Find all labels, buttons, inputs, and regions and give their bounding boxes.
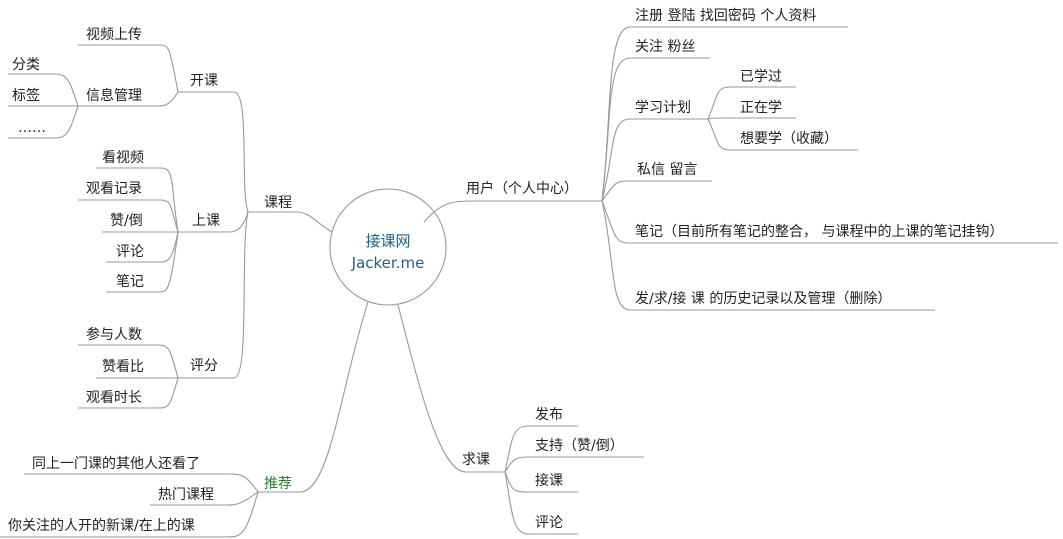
edge-publish xyxy=(504,425,578,473)
node-like-ratio: 赞看比 xyxy=(102,359,144,375)
edge-comment-req xyxy=(504,471,578,535)
node-user: 用户（个人中心） xyxy=(466,181,578,197)
node-kaike: 开课 xyxy=(190,73,218,89)
center-node-circle xyxy=(329,188,447,306)
node-others-watched: 同上一门课的其他人还看了 xyxy=(32,456,200,472)
node-tag: 标签 xyxy=(12,88,40,104)
edge-kaike xyxy=(178,91,249,213)
node-shangke: 上课 xyxy=(192,213,220,229)
node-user-notes: 笔记（目前所有笔记的整合， 与课程中的上课的笔记挂钩） xyxy=(635,224,1004,240)
edge-follow xyxy=(601,57,710,202)
edge-doing xyxy=(707,117,796,120)
node-participants: 参与人数 xyxy=(86,327,142,343)
edge-hot xyxy=(150,491,259,506)
edge-more xyxy=(8,105,79,139)
edge-watch-history xyxy=(78,199,179,233)
center-title: 接课网 xyxy=(365,232,411,250)
node-watch-video: 看视频 xyxy=(102,150,144,166)
edge-others-watched xyxy=(24,473,259,493)
edge-user xyxy=(423,200,602,223)
edge-support xyxy=(504,456,644,473)
node-follow: 关注 粉丝 xyxy=(635,39,696,55)
node-recommend: 推荐 xyxy=(264,476,292,492)
center-subtitle: Jacker.me xyxy=(351,254,425,272)
edge-watch-duration xyxy=(78,377,179,409)
node-study-plan: 学习计划 xyxy=(635,100,691,116)
node-study-want: 想要学（收藏） xyxy=(740,131,838,147)
node-video-upload: 视频上传 xyxy=(86,27,142,43)
node-messages: 私信 留言 xyxy=(637,162,698,178)
edge-take xyxy=(504,471,578,493)
node-comment: 评论 xyxy=(116,244,144,260)
node-hot: 热门课程 xyxy=(158,487,214,503)
node-publish: 发布 xyxy=(535,407,563,423)
node-pingfen: 评分 xyxy=(190,358,218,374)
edge-pingfen xyxy=(178,211,249,379)
node-support: 支持（赞/倒） xyxy=(535,438,624,454)
node-category: 分类 xyxy=(12,57,40,73)
node-request: 求课 xyxy=(462,452,490,468)
edge-want xyxy=(707,118,858,151)
node-info-manage: 信息管理 xyxy=(86,88,142,104)
edge-notes-user xyxy=(601,200,1058,244)
node-request-comment: 评论 xyxy=(535,515,563,531)
edge-comment xyxy=(106,231,179,263)
edge-course xyxy=(248,211,333,233)
edge-participants xyxy=(78,344,179,379)
node-following-new: 你关注的人开的新课/在上的课 xyxy=(8,518,195,534)
node-study-doing: 正在学 xyxy=(740,100,782,116)
node-study-done: 已学过 xyxy=(740,69,782,85)
edge-done xyxy=(707,86,796,120)
edge-info-manage xyxy=(78,91,179,107)
node-watch-duration: 观看时长 xyxy=(86,390,142,406)
node-course: 课程 xyxy=(264,195,292,211)
edge-history xyxy=(601,200,935,311)
node-watch-history: 观看记录 xyxy=(86,181,142,197)
edge-video-upload xyxy=(78,44,179,93)
edge-watch-video xyxy=(96,167,179,233)
edge-study-plan xyxy=(601,118,708,202)
edge-recommend xyxy=(258,301,369,493)
node-like-dislike: 赞/倒 xyxy=(110,213,143,229)
edge-messages xyxy=(601,180,712,202)
edge-following-new xyxy=(0,491,259,538)
node-account: 注册 登陆 找回密码 个人资料 xyxy=(635,8,817,24)
edge-notes xyxy=(106,231,179,293)
node-history: 发/求/接 课 的历史记录以及管理（删除） xyxy=(635,291,892,307)
node-notes: 笔记 xyxy=(116,274,144,290)
node-take: 接课 xyxy=(535,473,563,489)
edge-category xyxy=(8,73,79,107)
node-more: …… xyxy=(18,120,46,136)
edge-request xyxy=(397,304,505,473)
